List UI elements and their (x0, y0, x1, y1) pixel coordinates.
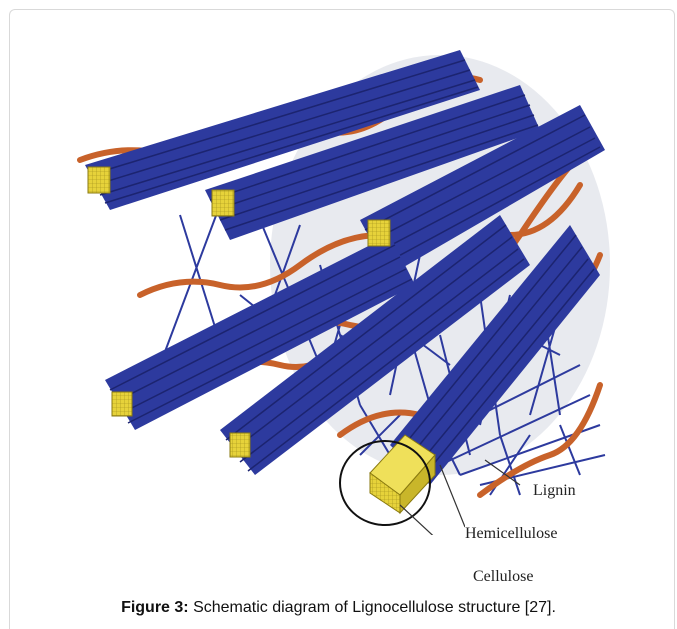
cellulose-core (212, 190, 234, 216)
cellulose-core (112, 392, 132, 416)
lignin-label: Lignin (533, 482, 576, 500)
cellulose-core (230, 433, 250, 457)
cellulose-core (88, 167, 110, 193)
figure-caption-text: Schematic diagram of Lignocellulose stru… (189, 599, 556, 616)
cellulose-label: Cellulose (473, 568, 533, 586)
hemicellulose-label: Hemicellulose (465, 525, 557, 543)
figure-caption-prefix: Figure 3: (121, 599, 189, 616)
cellulose-core (368, 220, 390, 246)
lignocellulose-diagram (60, 35, 620, 535)
figure-caption: Figure 3: Schematic diagram of Lignocell… (0, 598, 677, 618)
